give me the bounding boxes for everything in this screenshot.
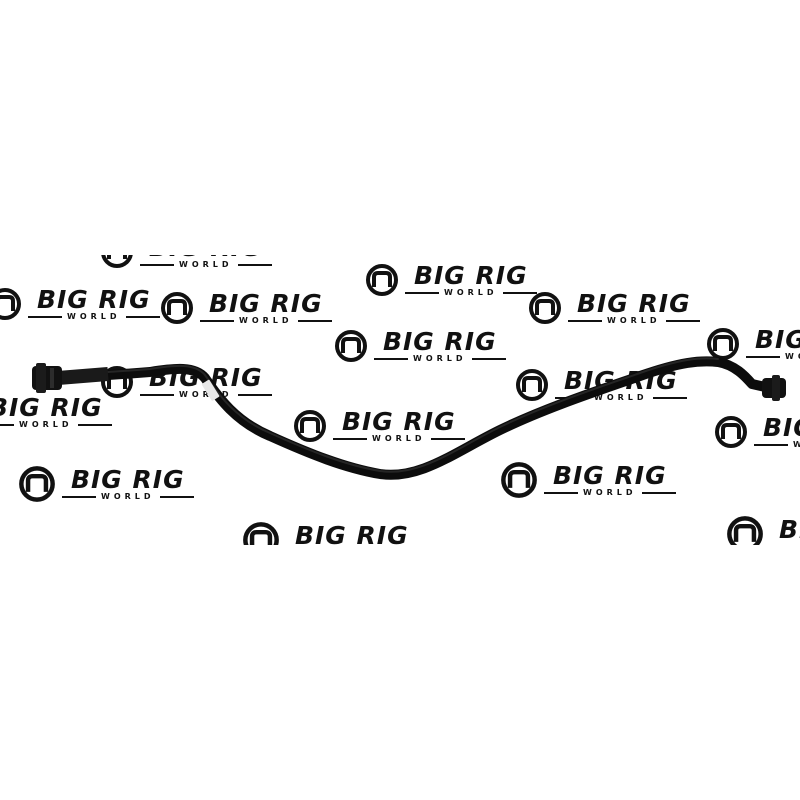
watermark-rule: [430, 438, 465, 440]
watermark-sub: WORLD: [607, 316, 661, 325]
watermark-logo: BIG RIG WORLD: [500, 461, 676, 499]
big-rig-logo-icon: [0, 288, 21, 320]
watermark-rule: [237, 264, 272, 266]
watermark-brand: BIG RIG: [208, 289, 323, 318]
big-rig-logo-icon: [335, 330, 367, 362]
watermark-brand: BIG RIG: [778, 515, 800, 544]
watermark-sub: WORLD: [179, 390, 233, 399]
watermark-rule: [125, 316, 160, 318]
watermark-rule: [28, 316, 62, 318]
watermark-rule: [754, 444, 788, 446]
connector-right: [762, 375, 786, 401]
watermark-rule: [77, 424, 112, 426]
watermark-rule: [140, 264, 174, 266]
watermark-rule: [746, 356, 780, 358]
watermark-brand: BIG RIG: [36, 285, 151, 314]
watermark-sub: WORLD: [583, 488, 637, 497]
watermark-rule: [237, 394, 272, 396]
watermark-brand: BIG RIG: [149, 255, 263, 260]
watermark-logo: BIG RIG WORLD: [293, 409, 465, 443]
big-rig-logo-icon: [715, 416, 747, 448]
big-rig-logo-icon: [19, 466, 55, 502]
watermark-rule: [333, 438, 367, 440]
watermark-brand: BIG RIG: [294, 521, 409, 545]
watermark-brand: BIG RIG: [552, 461, 667, 490]
watermark-rule: [652, 397, 687, 399]
hose-sleeve: [57, 367, 109, 385]
watermark-rule: [62, 496, 96, 498]
watermark-brand: BIG RIG: [382, 327, 497, 356]
watermark-sub: WORLD: [19, 420, 73, 429]
watermark-brand: BIG RIG: [754, 325, 800, 354]
watermark-rule: [159, 496, 194, 498]
watermark-sub: WORLD: [372, 434, 426, 443]
watermark-sub: WORLD: [179, 260, 233, 269]
watermark-rule: [405, 292, 439, 294]
watermark-pattern: BIG RIG WORLD BIG RIG WORLD: [0, 255, 800, 545]
hose-tube: [53, 356, 775, 480]
watermark-rule: [568, 320, 602, 322]
watermark-logo: BIG RIG WORLD: [100, 255, 272, 269]
watermark-logo: BIG RIG WORLD: [714, 415, 800, 449]
watermark-rule: [200, 320, 234, 322]
big-rig-logo-icon: [101, 255, 133, 268]
watermark-sub: WORLD: [785, 352, 800, 361]
watermark-rule: [544, 492, 578, 494]
watermark-sub: WORLD: [67, 312, 121, 321]
hose-highlight: [59, 357, 719, 473]
watermark-sub: WORLD: [793, 441, 800, 449]
big-rig-logo-icon: [501, 462, 537, 498]
connector-left: [32, 363, 62, 393]
watermark-rule: [140, 394, 174, 396]
watermark-brand: BIG RIG: [413, 261, 528, 290]
watermark-logo: BIG RIG WORLD: [528, 291, 700, 325]
watermark-sub: WORLD: [239, 316, 293, 325]
watermark-logo: BIG RIG WORLD: [18, 465, 194, 503]
big-rig-logo-icon: [243, 522, 279, 545]
watermark-rule: [665, 320, 700, 322]
watermark-rule: [297, 320, 332, 322]
watermark-brand: BIG RIG: [762, 413, 800, 442]
watermark-brand: BIG RIG: [341, 407, 456, 436]
watermark-logo: BIG RIG WORLD: [0, 287, 160, 321]
watermark-logo: BIG RIG WORLD: [160, 291, 332, 325]
big-rig-logo-icon: [727, 516, 763, 545]
watermark-logo: BIG RIG WORLD: [242, 521, 418, 545]
watermark-rule: [471, 358, 506, 360]
watermark-sub: WORLD: [101, 492, 155, 501]
watermark-brand: BIG RIG: [576, 289, 691, 318]
big-rig-logo-icon: [529, 292, 561, 324]
watermark-rule: [374, 358, 408, 360]
watermark-sub: WORLD: [444, 288, 498, 297]
watermark-logo: BIG RIG WORLD: [334, 329, 506, 363]
watermark-brand: BIG RIG: [70, 465, 185, 494]
watermark-rule: [0, 424, 14, 426]
watermark-rule: [502, 292, 537, 294]
watermark-sub: WORLD: [413, 354, 467, 363]
watermark-sub: WORLD: [594, 393, 648, 402]
watermark-logo: BIG RIG WORLD: [726, 515, 800, 545]
big-rig-logo-icon: [516, 369, 548, 401]
part-label: [201, 379, 220, 401]
watermark-logo: BIG RIG WORLD: [0, 395, 112, 429]
big-rig-logo-icon: [366, 264, 398, 296]
watermark-brand: BIG RIG: [0, 393, 103, 422]
big-rig-logo-icon: [161, 292, 193, 324]
big-rig-logo-icon: [294, 410, 326, 442]
watermark-logo: BIG RIG WORLD: [365, 263, 537, 297]
watermark-rule: [641, 492, 676, 494]
watermark-logo: BIG RIG WORLD: [706, 327, 800, 361]
